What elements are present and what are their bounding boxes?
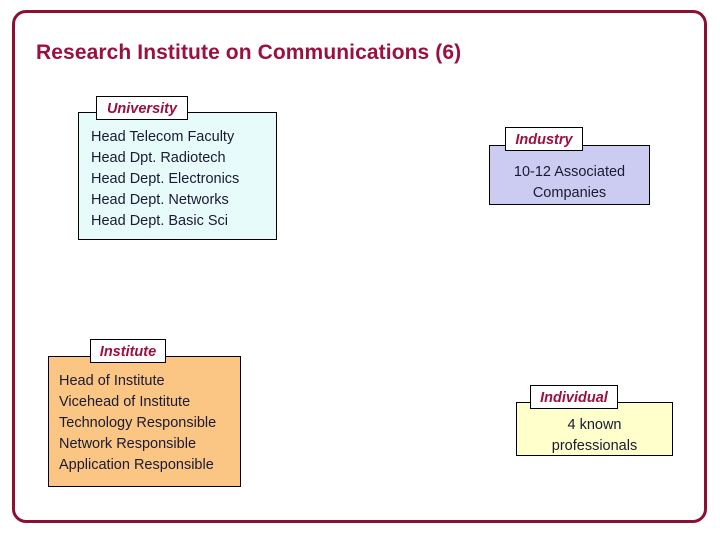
slide-title: Research Institute on Communications (6)	[36, 41, 462, 64]
industry-member-line: 10-12 Associated	[513, 164, 626, 180]
institute-member-line: Vicehead of Institute	[59, 394, 191, 410]
university-member-line: Head Dept. Electronics	[91, 171, 240, 187]
individual-caption-label: Individual	[530, 385, 618, 409]
slide-border-frame	[12, 10, 707, 523]
university-member-line: Head Dpt. Radiotech	[91, 150, 226, 166]
institute-members-box: Head of Institute Vicehead of Institute …	[48, 356, 241, 487]
university-member-line: Head Dept. Basic Sci	[91, 213, 229, 229]
university-members-box: Head Telecom Faculty Head Dpt. Radiotech…	[78, 112, 277, 240]
individual-members-box: 4 known professionals	[516, 402, 673, 456]
university-member-line: Head Telecom Faculty	[91, 129, 235, 145]
institute-member-line: Technology Responsible	[59, 415, 217, 431]
institute-caption-label: Institute	[90, 339, 166, 363]
individual-member-line: professionals	[551, 438, 638, 454]
industry-member-line: Companies	[532, 185, 607, 201]
university-caption-label: University	[96, 96, 188, 120]
individual-member-line: 4 known	[567, 417, 622, 433]
institute-member-line: Application Responsible	[59, 457, 214, 473]
industry-members-box: 10-12 Associated Companies	[489, 145, 650, 205]
institute-member-line: Head of Institute	[59, 373, 165, 389]
industry-caption-label: Industry	[505, 127, 583, 151]
institute-member-line: Network Responsible	[59, 436, 197, 452]
university-member-line: Head Dept. Networks	[91, 192, 229, 208]
